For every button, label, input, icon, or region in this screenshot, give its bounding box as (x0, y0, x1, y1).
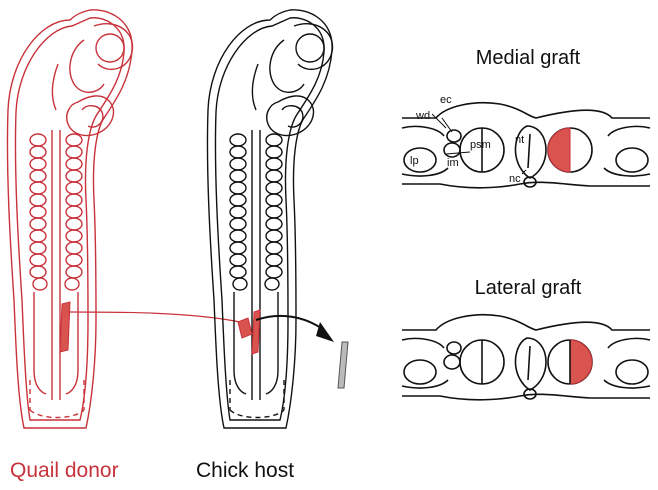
label-nc: nc (509, 173, 521, 185)
host-graft-site (238, 318, 252, 338)
excised-tissue-strip (338, 342, 348, 388)
quail-donor-caption: Quail donor (10, 459, 119, 482)
lateral-graft-region (570, 340, 592, 384)
arrow-head-icon (316, 322, 334, 342)
excision-arrow (256, 316, 324, 330)
chick-host-embryo (207, 10, 332, 428)
medial-graft-section: ec wd psm nt lp im nc (402, 94, 650, 188)
quail-somites (30, 134, 82, 290)
lateral-graft-section (402, 315, 650, 400)
label-nt: nt (515, 134, 524, 146)
chick-host-caption: Chick host (196, 459, 294, 482)
quail-donor-embryo (7, 10, 132, 428)
quail-graft-tissue (60, 302, 70, 352)
label-lp: lp (410, 155, 419, 167)
label-psm: psm (470, 139, 491, 151)
medial-graft-region (548, 128, 570, 172)
lateral-graft-title: Lateral graft (475, 277, 582, 299)
medial-graft-title: Medial graft (476, 47, 581, 69)
label-wd: wd (415, 110, 430, 122)
host-graft-strip (252, 310, 260, 354)
label-ec: ec (440, 94, 452, 106)
chick-somites (230, 134, 282, 290)
label-im: im (447, 157, 459, 169)
